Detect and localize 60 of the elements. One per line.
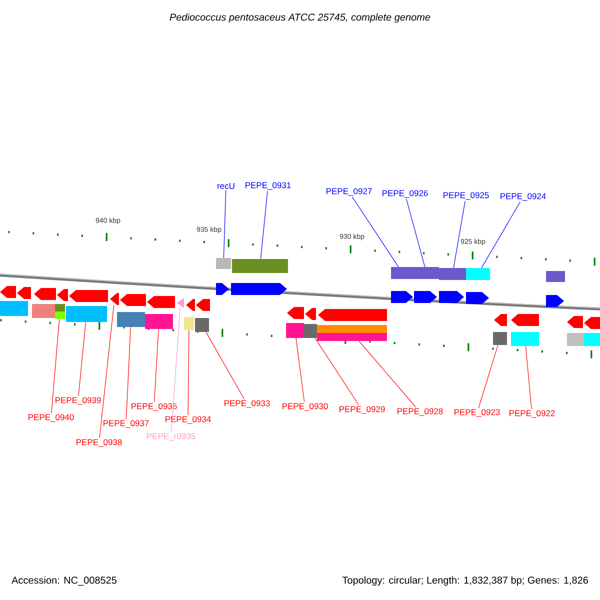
gene-label: PEPE_0929: [340, 406, 385, 414]
gene-box: [286, 323, 304, 338]
gene-box: [317, 325, 387, 341]
accession-text: Accession: NC_008525: [12, 576, 117, 586]
gene-box: [466, 268, 490, 280]
gene-label: PEPE_0924: [500, 193, 546, 201]
gene-box: [439, 268, 466, 280]
gene-box: [55, 304, 65, 319]
leader-line: [51, 318, 60, 414]
gene-box: [216, 258, 231, 269]
gene-box: [145, 314, 173, 329]
gene-box: [232, 259, 288, 273]
gene-box: [493, 332, 507, 345]
leader-line: [296, 338, 305, 402]
gene-label: PEPE_0928: [398, 408, 443, 416]
gene-label: PEPE_0930: [282, 403, 328, 411]
leader-line: [171, 308, 180, 432]
leader-line: [453, 200, 466, 268]
gene-label: PEPE_0925: [444, 192, 489, 200]
leader-line: [154, 328, 159, 402]
gene-label: PEPE_0937: [104, 420, 149, 428]
genome-info-text: Topology: circular; Length: 1,832,387 bp; Genes: 1,826: [342, 576, 588, 586]
gene-label: PEPE_0936: [132, 403, 177, 411]
gene-label: PEPE_0931: [246, 182, 291, 190]
gene-label: PEPE_0927: [326, 188, 372, 196]
gene-box: [184, 317, 194, 330]
gene-box: [511, 332, 539, 346]
title: Pediococcus pentosaceus ATCC 25745, complete genome: [170, 13, 430, 23]
gene-label: PEPE_0938: [76, 439, 122, 447]
gene-label: PEPE_0939: [56, 397, 101, 405]
gene-label: PEPE_0934: [166, 416, 211, 424]
leader-line: [126, 326, 131, 420]
gene-box: [414, 267, 439, 279]
leader-line: [478, 344, 498, 408]
leader-line: [260, 190, 268, 260]
leader-line: [314, 338, 360, 406]
gene-glyph: [110, 293, 119, 305]
gene-label: PEPE_r0935: [147, 433, 196, 441]
gene-box: [66, 306, 107, 322]
gene-label: PEPE_0940: [28, 414, 74, 422]
gene-label: PEPE_0926: [382, 190, 428, 198]
leader-line: [223, 190, 226, 258]
gene-label: PEPE_0922: [510, 410, 555, 418]
gene-label: recU: [218, 183, 234, 189]
leader-line: [358, 340, 416, 408]
leader-line: [406, 198, 426, 268]
leader-line: [188, 330, 190, 416]
leader-line: [99, 304, 114, 438]
leader-line: [206, 332, 244, 400]
gene-glyph: [177, 298, 184, 308]
gene-label: PEPE_0923: [454, 409, 500, 417]
leader-line: [352, 196, 399, 268]
leader-line: [481, 202, 520, 268]
leader-line: [525, 346, 532, 410]
gene-box: [304, 324, 317, 338]
gene-box: [391, 267, 414, 279]
leader-line: [78, 322, 86, 396]
gene-box: [195, 318, 209, 332]
gene-label: PEPE_0933: [224, 400, 270, 408]
gene-box: [117, 312, 145, 327]
